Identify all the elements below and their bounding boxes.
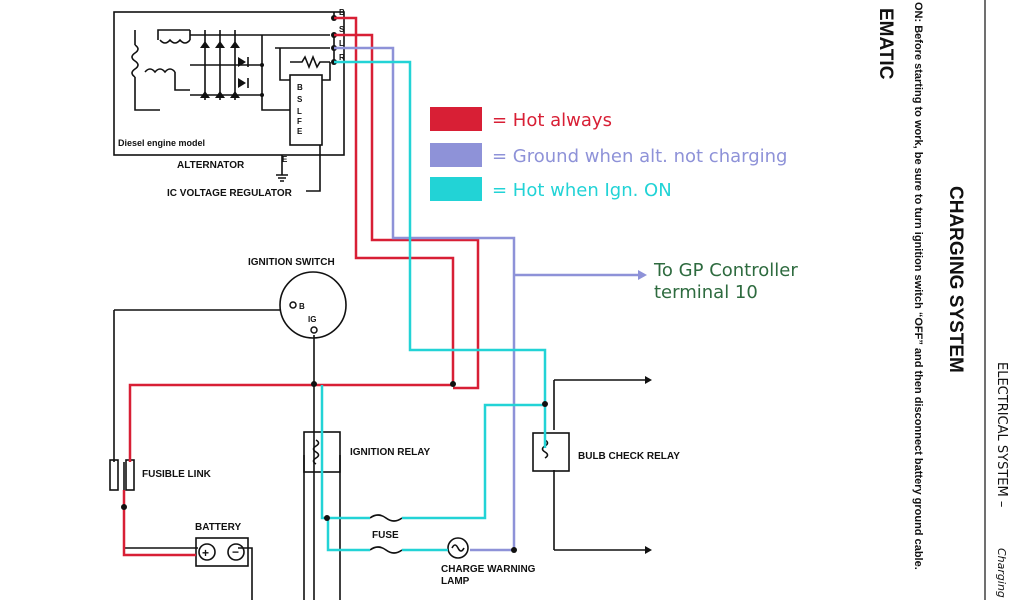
battery-wire <box>113 309 280 600</box>
system-header: ELECTRICAL SYSTEM – <box>994 362 1009 507</box>
reg-terminal-l: L <box>297 107 302 116</box>
charge-warning-lamp <box>447 537 469 559</box>
switch-terminal-b: B <box>299 302 305 311</box>
switch-terminal-ig: IG <box>308 315 316 324</box>
ignition-switch <box>279 271 347 339</box>
alternator-box <box>113 11 345 156</box>
charge-lamp-label-2: LAMP <box>441 576 470 587</box>
alt-terminal-l: L <box>339 39 344 48</box>
red-wire-battery <box>122 383 453 557</box>
bulb-check-relay <box>532 432 570 472</box>
blue-wire-l <box>334 46 516 552</box>
cyan-wire-fuse <box>320 385 545 520</box>
stator-coil <box>131 44 139 78</box>
fuse-upper <box>369 514 403 522</box>
ic-regulator-box <box>289 74 323 146</box>
legend-swatch-red <box>430 107 482 131</box>
system-header-sub: Charging <box>995 548 1008 598</box>
charge-lamp-label-1: CHARGE WARNING <box>441 564 536 575</box>
red-wire-s <box>334 33 480 390</box>
fusible-link-label: FUSIBLE LINK <box>142 469 212 480</box>
cyan-wire-r <box>334 60 547 448</box>
legend-hot-ign-on: = Hot when Ign. ON <box>492 180 672 201</box>
charging-system-title: CHARGING SYSTEM <box>945 186 966 373</box>
diode-bridge <box>190 30 264 100</box>
gp-controller-note-2: terminal 10 <box>654 282 758 303</box>
battery <box>195 537 249 567</box>
alt-terminal-s: S <box>339 25 345 34</box>
svg-text:−: − <box>232 545 239 559</box>
schematic-heading-fragment: EMATIC <box>875 8 896 80</box>
resistor <box>290 54 330 70</box>
wire-legend: = Hot always = Ground when alt. not char… <box>430 107 787 201</box>
cyan-wire-lamp <box>326 518 448 552</box>
fuse-lower <box>369 546 403 554</box>
gp-controller-note-1: To GP Controller <box>653 260 798 281</box>
alt-terminal-b: B <box>339 8 345 17</box>
bulb-check-relay-label: BULB CHECK RELAY <box>578 451 680 462</box>
ignition-relay-label: IGNITION RELAY <box>350 447 431 458</box>
alt-terminal-r: R <box>339 53 345 62</box>
reg-terminal-s: S <box>297 95 303 104</box>
reg-terminal-f: F <box>297 117 302 126</box>
legend-swatch-cyan <box>430 177 482 201</box>
battery-label: BATTERY <box>195 522 241 533</box>
red-wire-b <box>334 16 455 385</box>
svg-text:+: + <box>202 546 209 560</box>
caution-note: ON: Before starting to work, be sure to … <box>912 2 924 570</box>
legend-hot-always: = Hot always <box>492 110 612 131</box>
rotor-coil <box>144 68 176 74</box>
legend-swatch-blue <box>430 143 482 167</box>
ic-regulator-label: IC VOLTAGE REGULATOR <box>167 188 293 199</box>
alternator-label: ALTERNATOR <box>177 160 245 171</box>
alt-terminal-e: E <box>282 155 288 164</box>
legend-ground: = Ground when alt. not charging <box>492 146 787 167</box>
reg-terminal-b: B <box>297 83 303 92</box>
fuse-label: FUSE <box>372 530 399 541</box>
ignition-switch-label: IGNITION SWITCH <box>248 257 335 268</box>
alternator-ground <box>276 155 288 182</box>
fusible-link <box>109 459 119 491</box>
bulb-relay-wires <box>553 379 645 551</box>
diesel-model-label: Diesel engine model <box>118 138 205 148</box>
reg-terminal-e: E <box>297 127 303 136</box>
